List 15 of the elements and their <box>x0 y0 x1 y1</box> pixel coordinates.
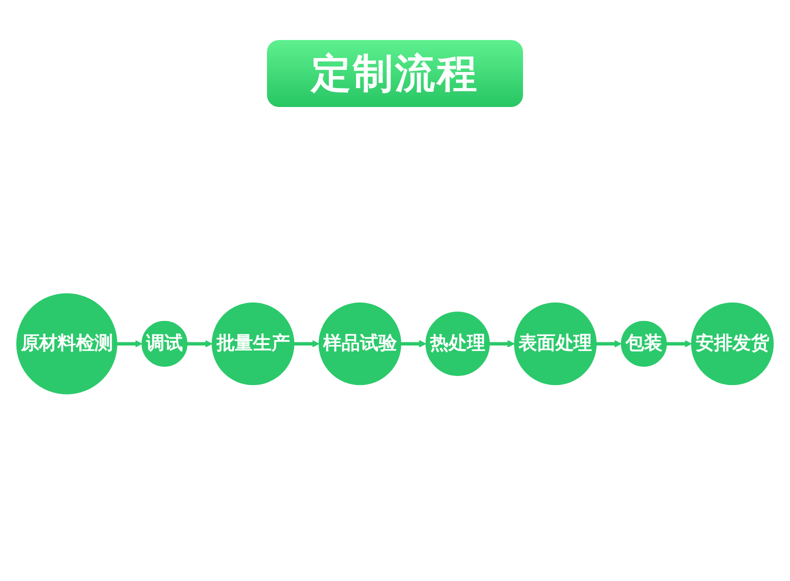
node-circle: 原材料检测 <box>16 293 118 395</box>
node-circle: 包装 <box>620 321 667 367</box>
arrow <box>489 340 515 348</box>
node-circle: 热处理 <box>425 312 490 376</box>
arrow <box>666 340 692 348</box>
arrow <box>294 340 320 348</box>
arrow <box>596 340 622 348</box>
node-circle: 样品试验 <box>318 302 402 386</box>
arrow <box>116 340 142 348</box>
node-circle: 表面处理 <box>514 302 597 386</box>
arrow <box>187 340 212 348</box>
node-circle: 安排发货 <box>691 302 774 386</box>
title-banner: 定制流程 <box>267 40 523 107</box>
arrow <box>400 340 426 348</box>
node-circle: 调试 <box>142 321 188 367</box>
